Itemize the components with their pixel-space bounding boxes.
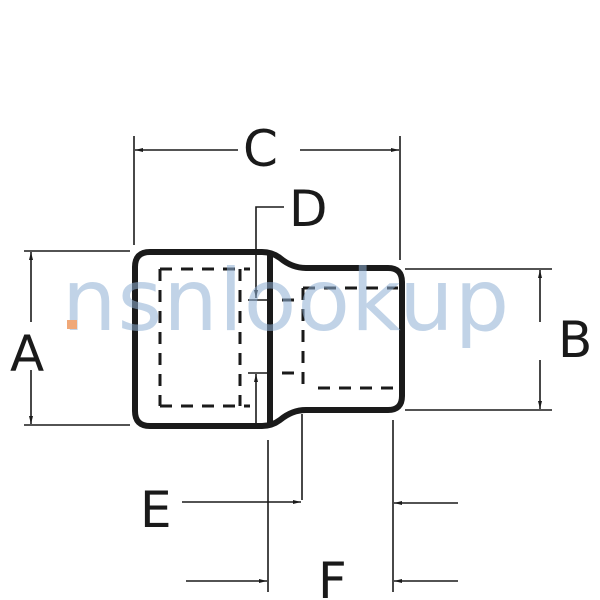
label-f: F <box>318 552 347 600</box>
dimension-lines <box>24 136 552 592</box>
watermark: nsnlookup <box>62 251 510 351</box>
hidden-recess-right <box>282 286 398 390</box>
part-body <box>132 249 405 429</box>
label-d: D <box>289 180 328 238</box>
hidden-recess-left <box>158 267 250 408</box>
label-e: E <box>140 481 172 539</box>
label-c: C <box>243 120 278 178</box>
watermark-dot <box>67 320 77 329</box>
dim-d-leader <box>254 206 284 298</box>
label-b: B <box>558 311 592 369</box>
watermark-text: nsnlookup <box>62 251 510 351</box>
part-outline <box>132 249 405 429</box>
label-a: A <box>10 325 44 383</box>
